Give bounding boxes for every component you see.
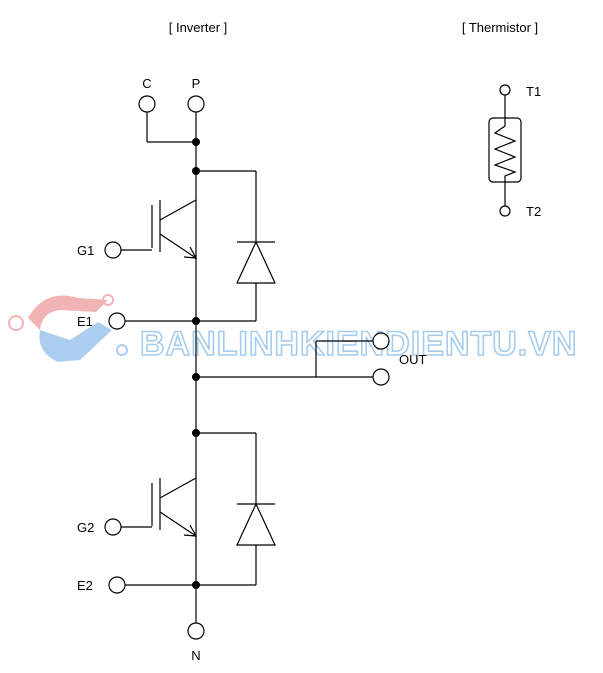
label-t2: T2 xyxy=(526,204,541,219)
node-p xyxy=(192,138,200,146)
terminal-e2 xyxy=(108,576,196,594)
watermark: BANLINHKIENDIENTU.VN xyxy=(8,294,577,364)
label-out: OUT xyxy=(399,352,427,367)
thermistor-symbol xyxy=(488,84,522,217)
watermark-logo xyxy=(8,294,128,362)
terminal-out xyxy=(196,332,390,386)
terminal-n xyxy=(187,622,205,640)
lower-igbt-symbol xyxy=(104,477,198,537)
upper-igbt-symbol xyxy=(104,199,198,259)
terminal-c xyxy=(138,95,196,143)
label-g1: G1 xyxy=(77,243,94,258)
label-e1: E1 xyxy=(77,314,93,329)
terminal-e1 xyxy=(108,312,196,330)
upper-diode xyxy=(196,170,276,322)
watermark-text: BANLINHKIENDIENTU.VN xyxy=(140,325,577,363)
label-p: P xyxy=(192,76,201,91)
label-n: N xyxy=(191,648,200,663)
inverter-title: [ Inverter ] xyxy=(169,20,228,35)
label-c: C xyxy=(142,76,151,91)
label-e2: E2 xyxy=(77,578,93,593)
terminal-p xyxy=(187,95,205,142)
label-g2: G2 xyxy=(77,520,94,535)
thermistor-title: [ Thermistor ] xyxy=(462,20,538,35)
label-t1: T1 xyxy=(526,84,541,99)
lower-diode xyxy=(196,432,276,586)
